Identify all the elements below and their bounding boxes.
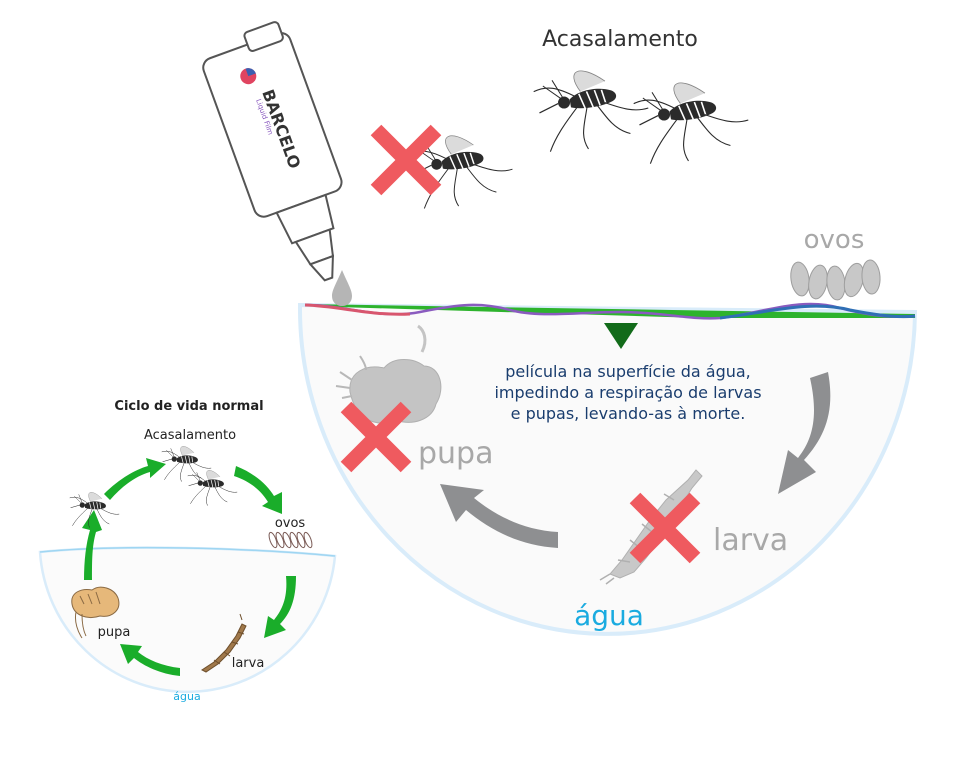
mosquito-cross-icon (376, 130, 436, 190)
inset-larva-icon (201, 613, 247, 673)
film-text-line-1: película na superfície da água, (505, 362, 751, 381)
egg-icon (808, 264, 828, 300)
inset-pupa-label: pupa (98, 625, 131, 640)
inset-water-line (39, 546, 336, 557)
mosquito-icon (187, 469, 238, 506)
gray-arrow-eggs-to-larva (778, 372, 831, 494)
egg-icon (826, 265, 846, 301)
cycle-arrow-eggs-to-larva (264, 576, 296, 638)
water-label: água (574, 599, 644, 632)
pupa-label: pupa (418, 436, 493, 471)
egg-icon (282, 531, 292, 549)
mosquito-icon (530, 59, 655, 158)
cycle-arrow-adult-to-mating (104, 458, 166, 500)
gray-arrow-larva-to-pupa (440, 484, 558, 548)
egg-icon (268, 531, 278, 549)
mating-label: Acasalamento (542, 27, 698, 52)
dropper-bottle-icon (202, 21, 343, 282)
egg-icon (861, 259, 881, 295)
cycle-arrow-mating-to-eggs (234, 466, 282, 514)
inset-water-label: água (173, 690, 200, 703)
water-film-red (304, 303, 411, 316)
egg-icon (275, 531, 285, 549)
egg-icon (303, 531, 313, 549)
inset-larva-label: larva (232, 656, 265, 671)
water-film-blue (719, 304, 916, 320)
mosquito-icon (630, 71, 755, 170)
egg-cluster (790, 259, 881, 301)
inset-eggs-label: ovos (275, 516, 306, 531)
main-water-bowl (297, 302, 918, 637)
pupa-icon (335, 324, 442, 424)
egg-icon (790, 261, 810, 297)
inset-cycle-arrows (82, 458, 296, 676)
egg-icon (289, 531, 299, 549)
larva-label: larva (713, 523, 788, 558)
egg-icon (296, 531, 306, 549)
film-text-line-3: e pupas, levando-as à morte. (511, 404, 746, 423)
film-text-line-2: impedindo a respiração de larvas (494, 383, 761, 402)
inset-pupa-icon (71, 586, 120, 639)
inset-egg-cluster (268, 531, 313, 549)
cycle-arrow-larva-to-pupa (120, 644, 180, 676)
inset-mating-label: Acasalamento (144, 428, 236, 443)
eggs-label: ovos (804, 225, 865, 255)
mosquito-icon (161, 445, 212, 482)
drop-icon (332, 270, 352, 306)
down-triangle-icon (604, 323, 638, 349)
inset-title: Ciclo de vida normal (114, 399, 263, 414)
cycle-arrow-pupa-to-adult (82, 510, 102, 580)
